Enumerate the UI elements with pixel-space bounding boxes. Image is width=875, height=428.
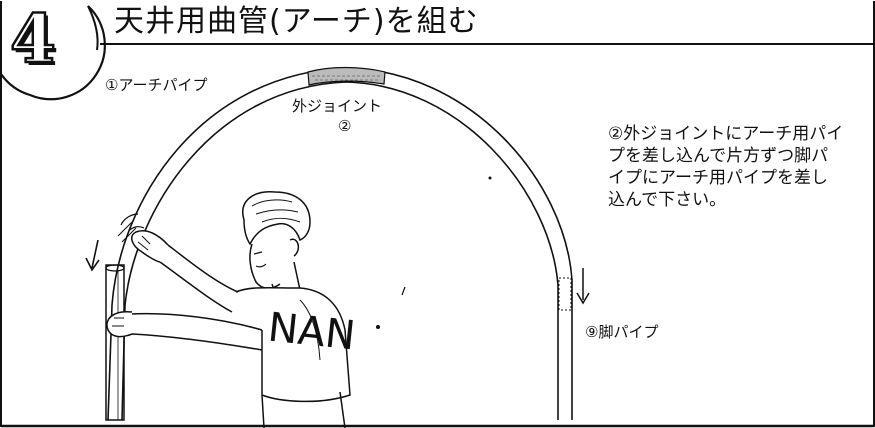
page-title: 天井用曲管(アーチ)を組む: [114, 4, 479, 39]
worker-figure: [106, 191, 351, 428]
speck: [376, 325, 380, 329]
speck: [488, 176, 492, 180]
step-number: 4: [9, 0, 57, 78]
leg-pipe-label: ⑨脚パイプ: [585, 323, 659, 341]
speck: [401, 286, 406, 296]
instruction-text: ②外ジョイントにアーチ用パイプを差し込んで片方ずつ脚パイプにアーチ用パイプを差し…: [608, 124, 844, 210]
down-arrow-icon: [85, 239, 100, 272]
arch-joint-left: [117, 213, 145, 243]
leg-pipe-joint: [558, 268, 590, 311]
outer-joint-label: 外ジョイント: [292, 97, 383, 115]
outer-joint: [307, 66, 386, 86]
shirt-print: NAN: [265, 304, 358, 360]
outer-joint-number: ②: [338, 117, 352, 135]
left-leg-pipe: [105, 264, 125, 421]
arch-pipe-label: ①アーチパイプ: [105, 76, 208, 94]
step-circle: [0, 5, 106, 101]
